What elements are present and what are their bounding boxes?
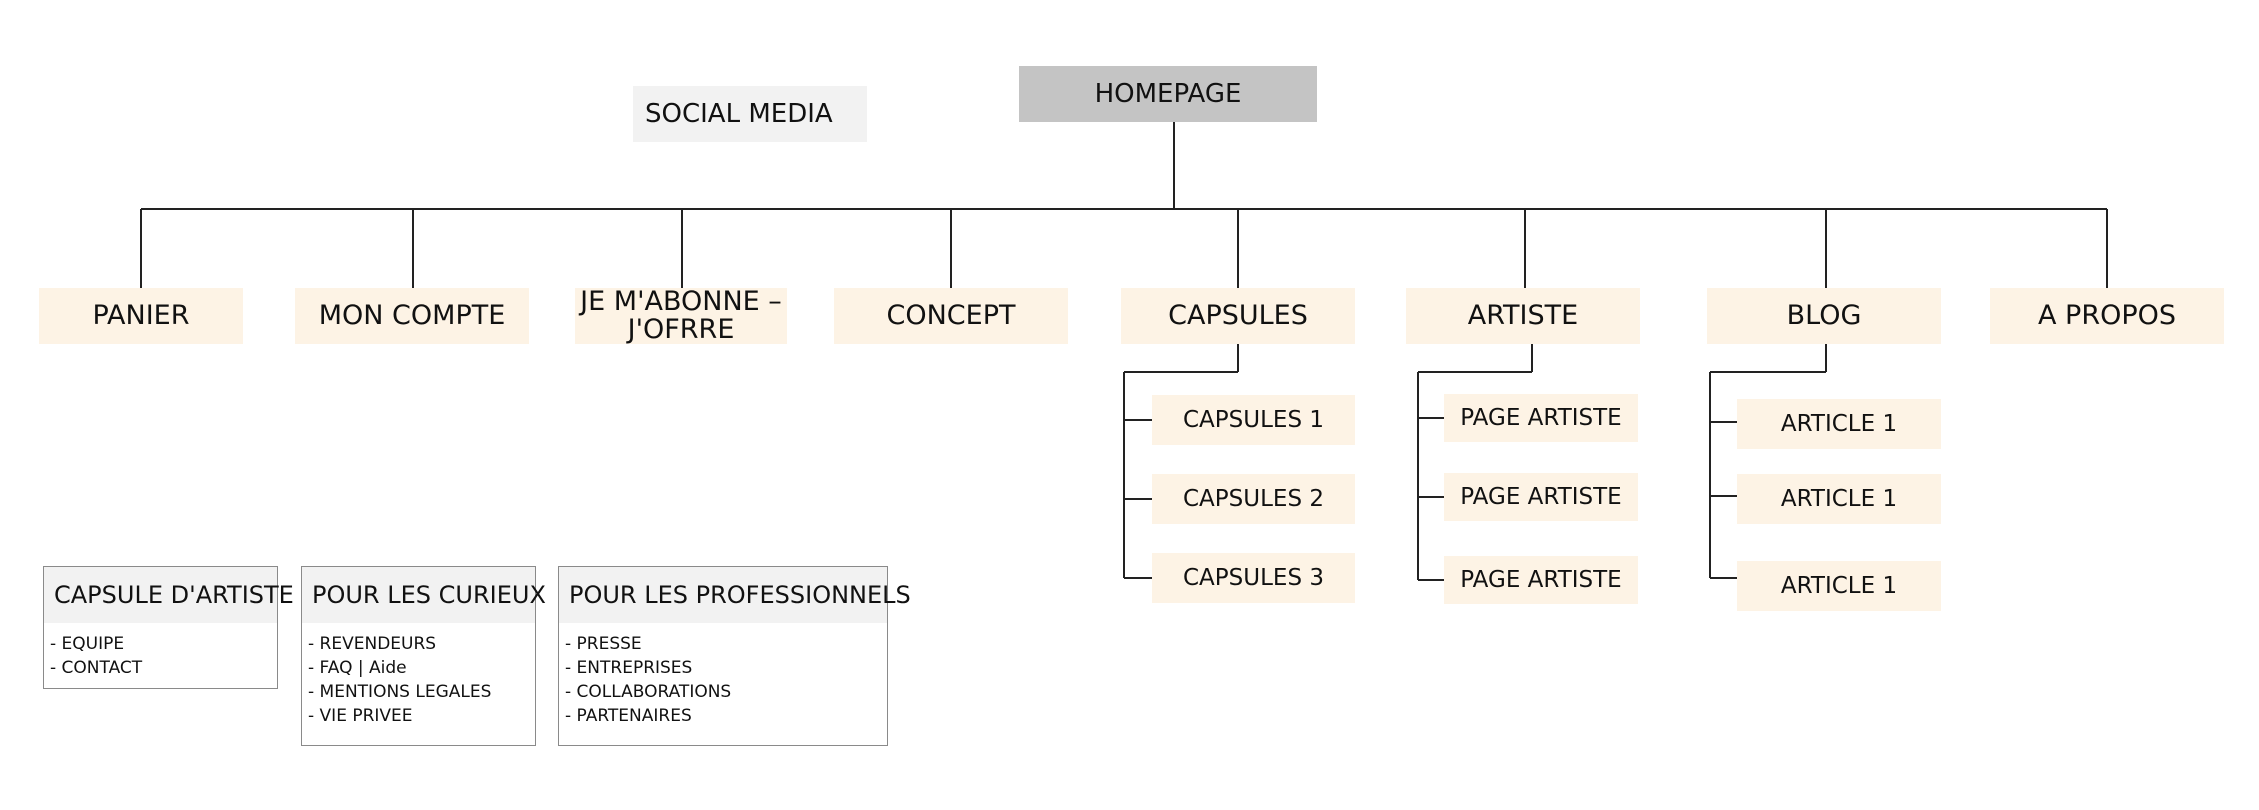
artiste-child-label: PAGE ARTISTE [1460, 484, 1622, 510]
blog-child-label: ARTICLE 1 [1780, 486, 1898, 512]
panel-list-item: EQUIPE [50, 632, 277, 656]
panel-list-item: VIE PRIVEE [308, 704, 535, 728]
panel-list-item: FAQ | Aide [308, 656, 535, 680]
panel-list: PRESSE ENTREPRISES COLLABORATIONS PARTEN… [559, 623, 887, 728]
capsule-child-node: CAPSULES 3 [1152, 553, 1355, 603]
abonnement-label-line2: J'OFRRE [627, 314, 735, 345]
panel-list-item: COLLABORATIONS [565, 680, 887, 704]
abonnement-label-line1: JE M'ABONNE – [580, 286, 782, 317]
blog-child-node: ARTICLE 1 [1737, 561, 1941, 611]
blog-label: BLOG [1786, 300, 1862, 331]
capsules-node: CAPSULES [1121, 288, 1355, 344]
panel-list-item: MENTIONS LEGALES [308, 680, 535, 704]
footer-panel-curieux: POUR LES CURIEUX REVENDEURS FAQ | Aide M… [301, 566, 546, 746]
panel-list-item: CONTACT [50, 656, 277, 680]
panel-list: REVENDEURS FAQ | Aide MENTIONS LEGALES V… [302, 623, 535, 728]
panier-label: PANIER [92, 300, 190, 331]
panel-list-item: ENTREPRISES [565, 656, 887, 680]
capsules-label: CAPSULES [1168, 300, 1308, 331]
capsule-child-node: CAPSULES 1 [1152, 395, 1355, 445]
blog-child-label: ARTICLE 1 [1780, 411, 1898, 437]
capsule-child-node: CAPSULES 2 [1152, 474, 1355, 524]
artiste-node: ARTISTE [1406, 288, 1640, 344]
homepage-label: HOMEPAGE [1094, 79, 1242, 109]
blog-child-node: ARTICLE 1 [1737, 474, 1941, 524]
concept-node: CONCEPT [834, 288, 1068, 344]
artiste-label: ARTISTE [1467, 300, 1579, 331]
mon-compte-node: MON COMPTE [295, 288, 529, 344]
artiste-child-node: PAGE ARTISTE [1444, 556, 1638, 604]
capsule-child-label: CAPSULES 2 [1183, 486, 1324, 512]
a-propos-label: A PROPOS [2037, 300, 2177, 331]
a-propos-node: A PROPOS [1990, 288, 2224, 344]
panel-list-item: PARTENAIRES [565, 704, 887, 728]
panel-title: CAPSULE D'ARTISTE [44, 567, 294, 623]
concept-label: CONCEPT [886, 300, 1016, 331]
homepage-node: HOMEPAGE [1019, 66, 1317, 122]
mon-compte-label: MON COMPTE [318, 300, 506, 331]
artiste-child-label: PAGE ARTISTE [1460, 567, 1622, 593]
panier-node: PANIER [39, 288, 243, 344]
artiste-child-node: PAGE ARTISTE [1444, 473, 1638, 521]
panel-title: POUR LES CURIEUX [302, 567, 546, 623]
social-media-node: SOCIAL MEDIA [633, 86, 867, 142]
social-media-label: SOCIAL MEDIA [645, 99, 833, 129]
footer-panel-professionnels: POUR LES PROFESSIONNELS PRESSE ENTREPRIS… [558, 566, 911, 746]
capsule-child-label: CAPSULES 1 [1183, 407, 1324, 433]
panel-list-item: REVENDEURS [308, 632, 535, 656]
panel-list: EQUIPE CONTACT [44, 623, 277, 680]
artiste-child-label: PAGE ARTISTE [1460, 405, 1622, 431]
blog-child-label: ARTICLE 1 [1780, 573, 1898, 599]
panel-list-item: PRESSE [565, 632, 887, 656]
capsule-child-label: CAPSULES 3 [1183, 565, 1324, 591]
footer-panel-capsule-artiste: CAPSULE D'ARTISTE EQUIPE CONTACT [43, 566, 294, 689]
panel-title: POUR LES PROFESSIONNELS [559, 567, 911, 623]
blog-child-node: ARTICLE 1 [1737, 399, 1941, 449]
blog-node: BLOG [1707, 288, 1941, 344]
artiste-child-node: PAGE ARTISTE [1444, 394, 1638, 442]
abonnement-node: JE M'ABONNE – J'OFRRE [575, 288, 787, 344]
